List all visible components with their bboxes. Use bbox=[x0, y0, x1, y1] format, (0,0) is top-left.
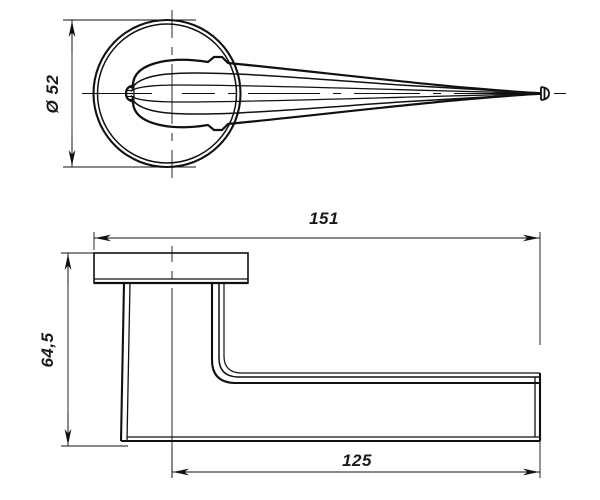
lever-facet-upper-2 bbox=[130, 84, 542, 95]
front-view: 151 64,5 bbox=[38, 209, 542, 478]
neck-right-inner-edge bbox=[218, 283, 540, 378]
neck-left-outer-edge bbox=[119, 282, 126, 442]
neck-left-inner-edge bbox=[126, 282, 131, 442]
lever-tip-cap bbox=[540, 86, 550, 101]
dimension-label-125: 125 bbox=[342, 451, 372, 470]
rosette-plate-side bbox=[93, 252, 249, 285]
lever-facet-lower-2 bbox=[130, 92, 542, 103]
lever-elevation-outline bbox=[119, 282, 542, 443]
neck-right-fillet-edge bbox=[223, 283, 540, 374]
top-view-center-lines bbox=[82, 10, 566, 178]
lever-facet-lower-1 bbox=[131, 93, 542, 115]
neck-right-outer-edge bbox=[210, 283, 540, 385]
dimension-height-64-5: 64,5 bbox=[38, 252, 128, 447]
dimension-label-64-5: 64,5 bbox=[38, 332, 57, 367]
dimension-length-125: 125 bbox=[171, 441, 541, 478]
lever-root-ribs bbox=[127, 86, 135, 101]
lever-root-nose bbox=[124, 84, 134, 103]
dimension-diameter-52: Ø 52 bbox=[43, 20, 76, 167]
lever-facet-upper-1 bbox=[131, 72, 542, 94]
dimension-label-151: 151 bbox=[309, 209, 339, 228]
dimension-length-151: 151 bbox=[93, 209, 541, 345]
top-view: Ø 52 bbox=[43, 10, 566, 178]
lever-plan-outline bbox=[124, 55, 550, 132]
dimension-label-diameter: Ø 52 bbox=[43, 75, 62, 114]
